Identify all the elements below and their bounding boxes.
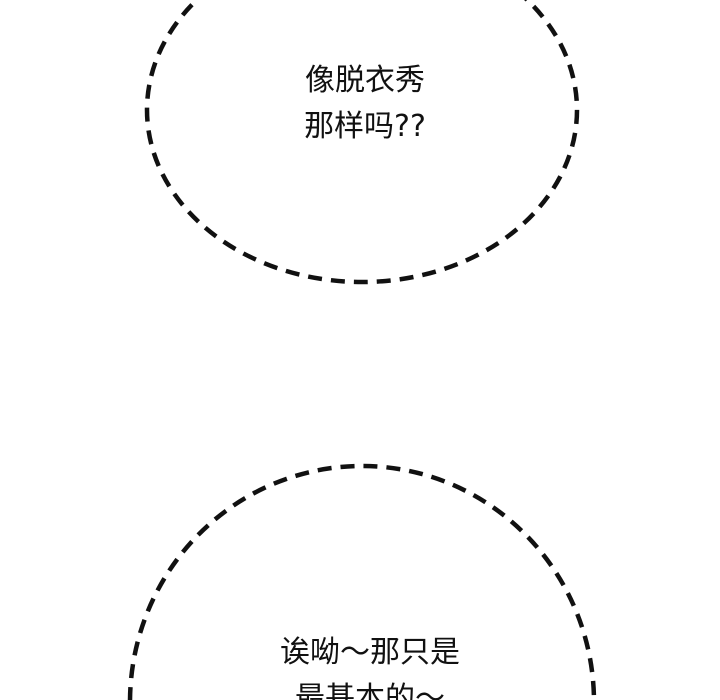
bubble-1-line-2: 那样吗?? [304, 109, 426, 144]
speech-bubble-1-text: 像脱衣秀 那样吗?? [240, 58, 490, 150]
bubble-2-line-1: 诶呦～那只是 [280, 635, 460, 670]
speech-bubble-2-text: 诶呦～那只是 最基本的～ [220, 630, 520, 700]
speech-bubble-1-outline [144, 0, 580, 285]
bubble-2-line-2: 最基本的～ [295, 681, 445, 700]
bubble-1-line-1: 像脱衣秀 [305, 63, 425, 98]
